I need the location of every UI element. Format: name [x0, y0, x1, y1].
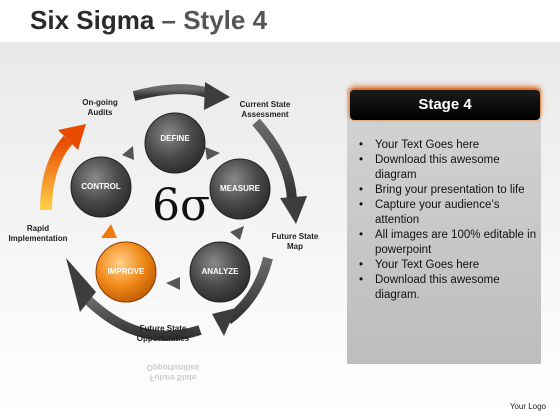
inner-arrow-improve-control [101, 224, 117, 238]
outer-arrow-top [132, 82, 230, 110]
outer-arrow-bottom [66, 258, 202, 341]
stage-header: Stage 4 [350, 90, 540, 120]
logo-placeholder: Your Logo [509, 402, 546, 411]
node-measure [209, 158, 271, 220]
bullet-item: Download this awesome diagram. [357, 273, 539, 303]
node-improve [95, 241, 157, 303]
inner-arrow-define-measure [205, 147, 220, 160]
outer-arrow-upper-left [40, 124, 86, 211]
bullet-item: Download this awesome diagram [357, 153, 539, 183]
inner-arrow-analyze-improve [166, 277, 180, 290]
stage-header-text: Stage 4 [418, 96, 472, 113]
six-sigma-symbol: 6σ [152, 180, 211, 231]
bullet-item: Your Text Goes here [357, 258, 539, 273]
node-analyze-label: ANALYZE [201, 267, 239, 276]
bullet-item: Capture your audience’s attention [357, 198, 539, 228]
bullet-item: All images are 100% editable in powerpoi… [357, 228, 539, 258]
title-main: Six Sigma [30, 5, 155, 35]
outer-arrow-lower-right [212, 256, 273, 336]
outer-arrow-right [252, 118, 307, 224]
node-control-label: CONTROL [81, 182, 121, 191]
node-improve-label: IMPROVE [107, 267, 145, 276]
inner-arrow-control-define [122, 146, 134, 160]
page-title: Six Sigma – Style 4 [30, 5, 267, 36]
node-define-label: DEFINE [160, 134, 190, 143]
node-analyze [189, 241, 251, 303]
title-sub: – Style 4 [161, 5, 268, 35]
bullet-item: Your Text Goes here [357, 138, 539, 153]
bullet-item: Bring your presentation to life [357, 183, 539, 198]
node-define [144, 112, 206, 174]
inner-arrow-measure-analyze [230, 226, 244, 240]
bullet-list: Your Text Goes here Download this awesom… [357, 138, 539, 303]
node-measure-label: MEASURE [219, 184, 260, 193]
node-control [70, 156, 132, 218]
